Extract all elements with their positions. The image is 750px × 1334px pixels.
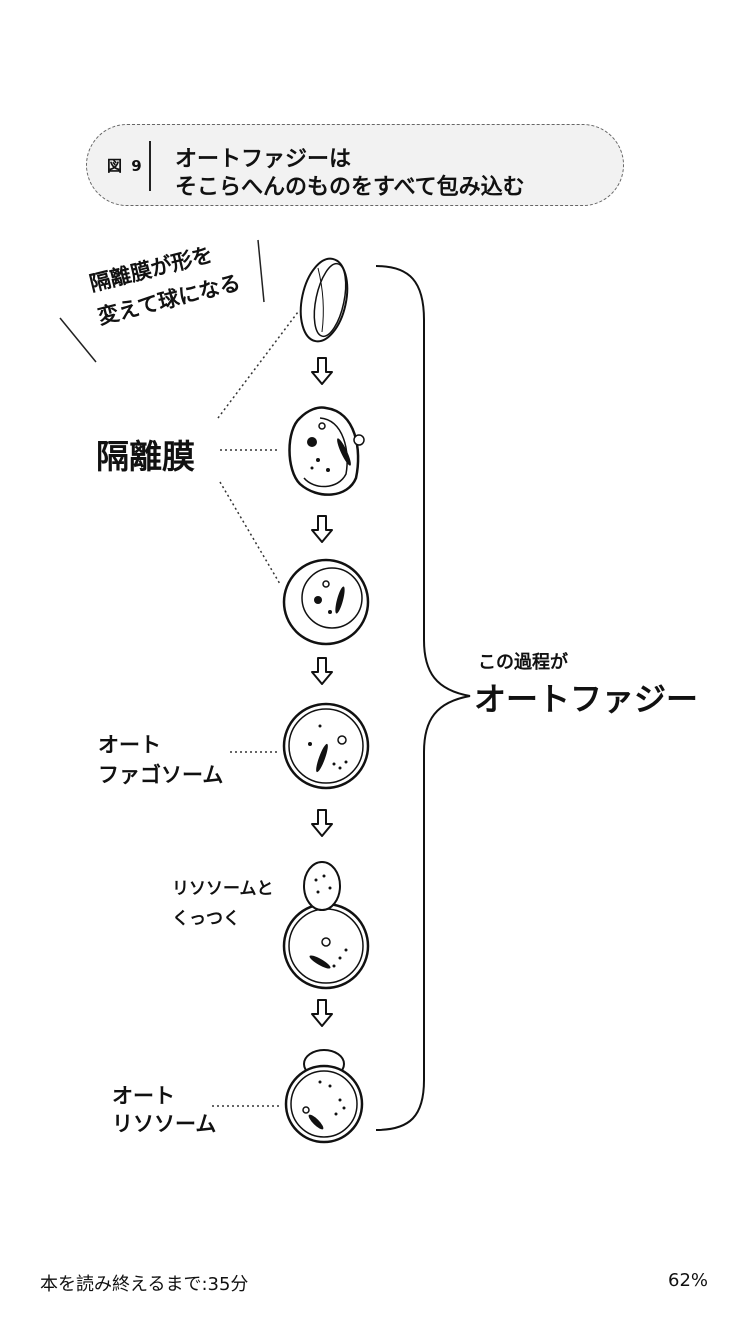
leader-line-isolation-lower [219, 481, 281, 585]
stage-membrane-forming [288, 406, 365, 496]
process-bracket [375, 265, 471, 1131]
figure-divider [149, 141, 151, 191]
label-autolysosome: オート リソソーム [112, 1082, 216, 1138]
label-isolation-membrane: 隔離膜 [96, 437, 195, 476]
figure-title-line-2: そこらへんのものをすべて包み込む [175, 175, 525, 200]
leader-line-transform [217, 311, 299, 419]
label-autophagosome-line-2: ファゴソーム [98, 763, 224, 787]
arrow-down-icon [311, 515, 333, 543]
arrow-down-icon [311, 999, 333, 1027]
arrow-down-icon [311, 809, 333, 837]
reading-progress-percent: 62% [668, 1270, 709, 1291]
label-autolysosome-line-2: リソソーム [112, 1112, 217, 1136]
stage-lysosome-attaching [282, 861, 370, 990]
label-lysosome-attach-line-2: くっつく [172, 909, 240, 929]
transform-label-line-right [257, 239, 265, 303]
label-autolysosome-line-1: オート [112, 1084, 175, 1108]
arrow-down-icon [311, 657, 333, 685]
figure-title-line-1: オートファジーは [175, 147, 352, 172]
stage-autophagosome [282, 702, 370, 790]
label-autophagosome: オート ファゴソーム [98, 730, 223, 790]
label-autophagosome-line-1: オート [98, 733, 161, 757]
transform-label-line-left [59, 317, 97, 363]
stage-isolation-membrane-cup [299, 257, 349, 343]
process-caption: この過程が [478, 652, 568, 673]
label-lysosome-attach-line-1: リソソームと [172, 879, 274, 899]
figure-number: 図 9 [107, 157, 144, 175]
reading-time-remaining: 本を読み終えるまで:35分 [40, 1274, 249, 1295]
figure-header: 図 9 オートファジーは そこらへんのものをすべて包み込む [86, 124, 624, 206]
arrow-down-icon [311, 357, 333, 385]
stage-membrane-closing [282, 558, 370, 646]
stage-autolysosome [284, 1049, 364, 1144]
process-title: オートファジー [474, 680, 699, 718]
label-lysosome-attach: リソソームと くっつく [172, 874, 274, 934]
